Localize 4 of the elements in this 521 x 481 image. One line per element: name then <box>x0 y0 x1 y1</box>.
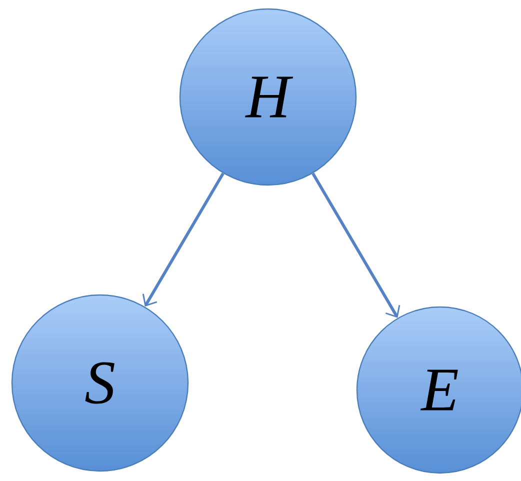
circle-node: S <box>11 294 189 472</box>
arrow <box>142 172 224 307</box>
arrow <box>312 172 400 318</box>
circle-node: H <box>179 8 357 186</box>
